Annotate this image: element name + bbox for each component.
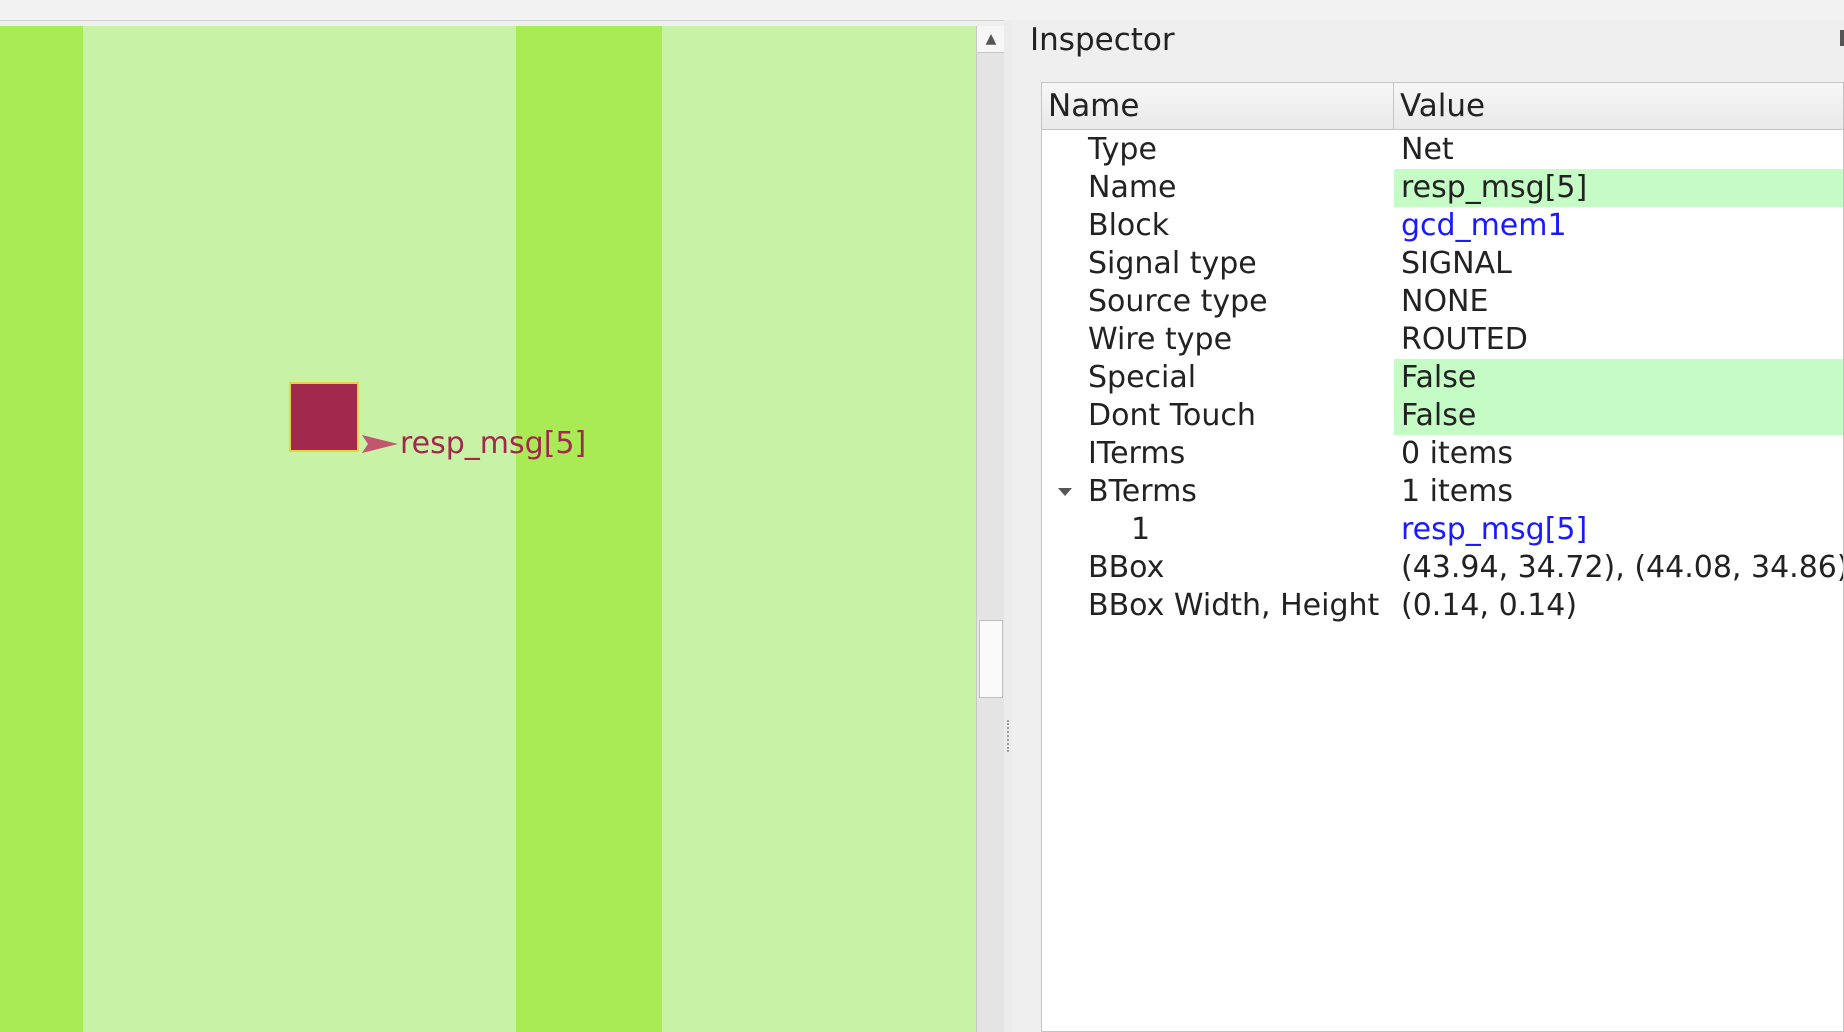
property-name: ITerms: [1088, 436, 1186, 471]
property-name: Source type: [1088, 284, 1268, 319]
property-value-editable[interactable]: False: [1394, 397, 1843, 435]
vertical-scrollbar[interactable]: ▲: [976, 26, 1005, 1032]
property-name: BBox Width, Height: [1088, 588, 1380, 623]
inspector-panel: Inspector Name Value Type Net Name resp_…: [1012, 20, 1844, 1032]
column-header-value[interactable]: Value: [1400, 88, 1486, 124]
property-name: BTerms: [1088, 474, 1197, 509]
property-name: 1: [1131, 512, 1151, 547]
pin-shape[interactable]: [289, 382, 359, 452]
inspector-title: Inspector: [1030, 22, 1175, 58]
layout-viewer[interactable]: resp_msg[5]: [0, 26, 976, 1032]
property-name: Block: [1088, 208, 1170, 243]
property-row-wire-type[interactable]: Wire type ROUTED: [1042, 321, 1843, 359]
top-toolbar-strip: [0, 0, 1844, 21]
splitter-handle: [1007, 720, 1011, 752]
metal-stripe: [0, 26, 83, 1032]
tree-rows: Type Net Name resp_msg[5] Block gcd_mem1…: [1042, 131, 1843, 625]
property-value: Net: [1401, 132, 1454, 167]
scroll-up-button[interactable]: ▲: [977, 26, 1005, 53]
property-name: Type: [1088, 132, 1157, 167]
property-value-editable[interactable]: False: [1394, 359, 1843, 397]
scrollbar-thumb[interactable]: [979, 620, 1003, 698]
property-row-source-type[interactable]: Source type NONE: [1042, 283, 1843, 321]
property-row-name[interactable]: Name resp_msg[5]: [1042, 169, 1843, 207]
property-row-bbox[interactable]: BBox (43.94, 34.72), (44.08, 34.86): [1042, 549, 1843, 587]
property-value-link[interactable]: gcd_mem1: [1401, 208, 1567, 243]
metal-stripe: [516, 26, 662, 1032]
property-tree[interactable]: Name Value Type Net Name resp_msg[5] Blo…: [1041, 82, 1844, 1032]
property-value: 0 items: [1401, 436, 1514, 471]
tree-header: Name Value: [1042, 83, 1843, 130]
property-name: Wire type: [1088, 322, 1233, 357]
property-value: NONE: [1401, 284, 1489, 319]
property-value: (43.94, 34.72), (44.08, 34.86): [1401, 550, 1844, 585]
property-value-link[interactable]: resp_msg[5]: [1401, 512, 1588, 547]
property-row-block[interactable]: Block gcd_mem1: [1042, 207, 1843, 245]
pin-arrow-icon: [362, 435, 398, 453]
column-header-name[interactable]: Name: [1042, 83, 1394, 129]
property-row-dont-touch[interactable]: Dont Touch False: [1042, 397, 1843, 435]
property-row-bterms[interactable]: BTerms 1 items: [1042, 473, 1843, 511]
property-row-signal-type[interactable]: Signal type SIGNAL: [1042, 245, 1843, 283]
property-value: 1 items: [1401, 474, 1514, 509]
pin-label: resp_msg[5]: [400, 426, 587, 461]
panel-splitter[interactable]: [1004, 20, 1012, 1032]
property-value: (0.14, 0.14): [1401, 588, 1578, 623]
property-value: SIGNAL: [1401, 246, 1512, 281]
property-row-type[interactable]: Type Net: [1042, 131, 1843, 169]
property-name: Signal type: [1088, 246, 1257, 281]
property-name: Dont Touch: [1088, 398, 1256, 433]
property-row-special[interactable]: Special False: [1042, 359, 1843, 397]
property-name: BBox: [1088, 550, 1165, 585]
property-value-editable[interactable]: resp_msg[5]: [1394, 169, 1843, 207]
property-name: Special: [1088, 360, 1197, 395]
property-name: Name: [1088, 170, 1177, 205]
dock-float-icon[interactable]: [1840, 30, 1844, 46]
property-row-bterm-1[interactable]: 1 resp_msg[5]: [1042, 511, 1843, 549]
property-row-bbox-size[interactable]: BBox Width, Height (0.14, 0.14): [1042, 587, 1843, 625]
property-row-iterms[interactable]: ITerms 0 items: [1042, 435, 1843, 473]
property-value: ROUTED: [1401, 322, 1528, 357]
chevron-down-icon[interactable]: [1058, 488, 1072, 496]
